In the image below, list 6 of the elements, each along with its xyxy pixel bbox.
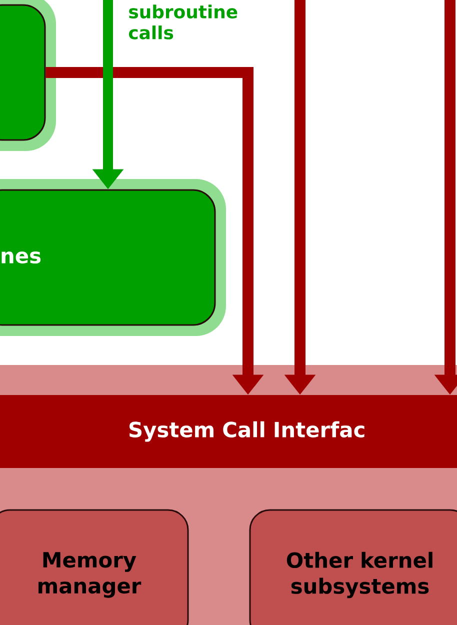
edge-label: subroutine calls — [127, 4, 238, 40]
process-box — [0, 0, 56, 151]
subsystem-box: Other kernel subsystems — [249, 509, 457, 625]
process-box: nes — [0, 179, 226, 336]
interface-band: System Call Interfac — [0, 395, 457, 468]
subsystem-box: Memory manager — [0, 509, 189, 625]
